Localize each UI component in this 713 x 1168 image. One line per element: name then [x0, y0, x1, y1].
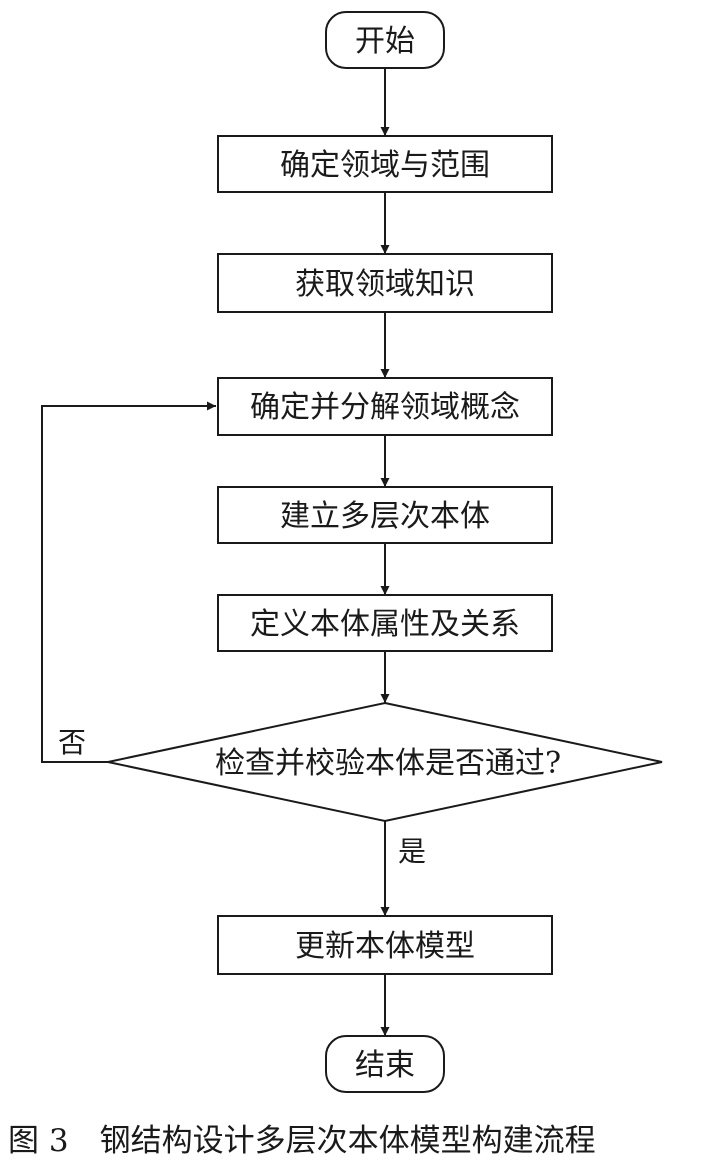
- step-update-ontology-model: [217, 915, 553, 975]
- start-node: [325, 11, 445, 69]
- step-decompose-concepts: [217, 377, 553, 436]
- edge-label-no: 否: [58, 726, 86, 759]
- loop-back-arrow: [41, 401, 216, 763]
- figure-caption: 图 3 钢结构设计多层次本体模型构建流程: [8, 1123, 596, 1159]
- edge-label-yes: 是: [398, 835, 426, 868]
- step-build-multilevel-ontology-label: 建立多层次本体: [280, 499, 490, 534]
- step-define-attributes-relations: [217, 594, 553, 652]
- decision-check-ontology: [107, 701, 663, 823]
- step-acquire-domain-knowledge: [217, 253, 553, 313]
- decision-check-ontology-label: 检查并校验本体是否通过?: [215, 746, 561, 781]
- start-node-label: 开始: [355, 24, 415, 59]
- end-node-label: 结束: [355, 1048, 415, 1083]
- step-acquire-domain-knowledge-label: 获取领域知识: [295, 267, 475, 302]
- step-decompose-concepts-label: 确定并分解领域概念: [250, 390, 520, 425]
- step-define-attributes-relations-label: 定义本体属性及关系: [250, 607, 520, 642]
- step-build-multilevel-ontology: [217, 486, 553, 544]
- step-update-ontology-model-label: 更新本体模型: [295, 929, 475, 964]
- end-node: [325, 1035, 445, 1093]
- step-define-domain-scope: [217, 135, 553, 193]
- step-define-domain-scope-label: 确定领域与范围: [280, 148, 490, 183]
